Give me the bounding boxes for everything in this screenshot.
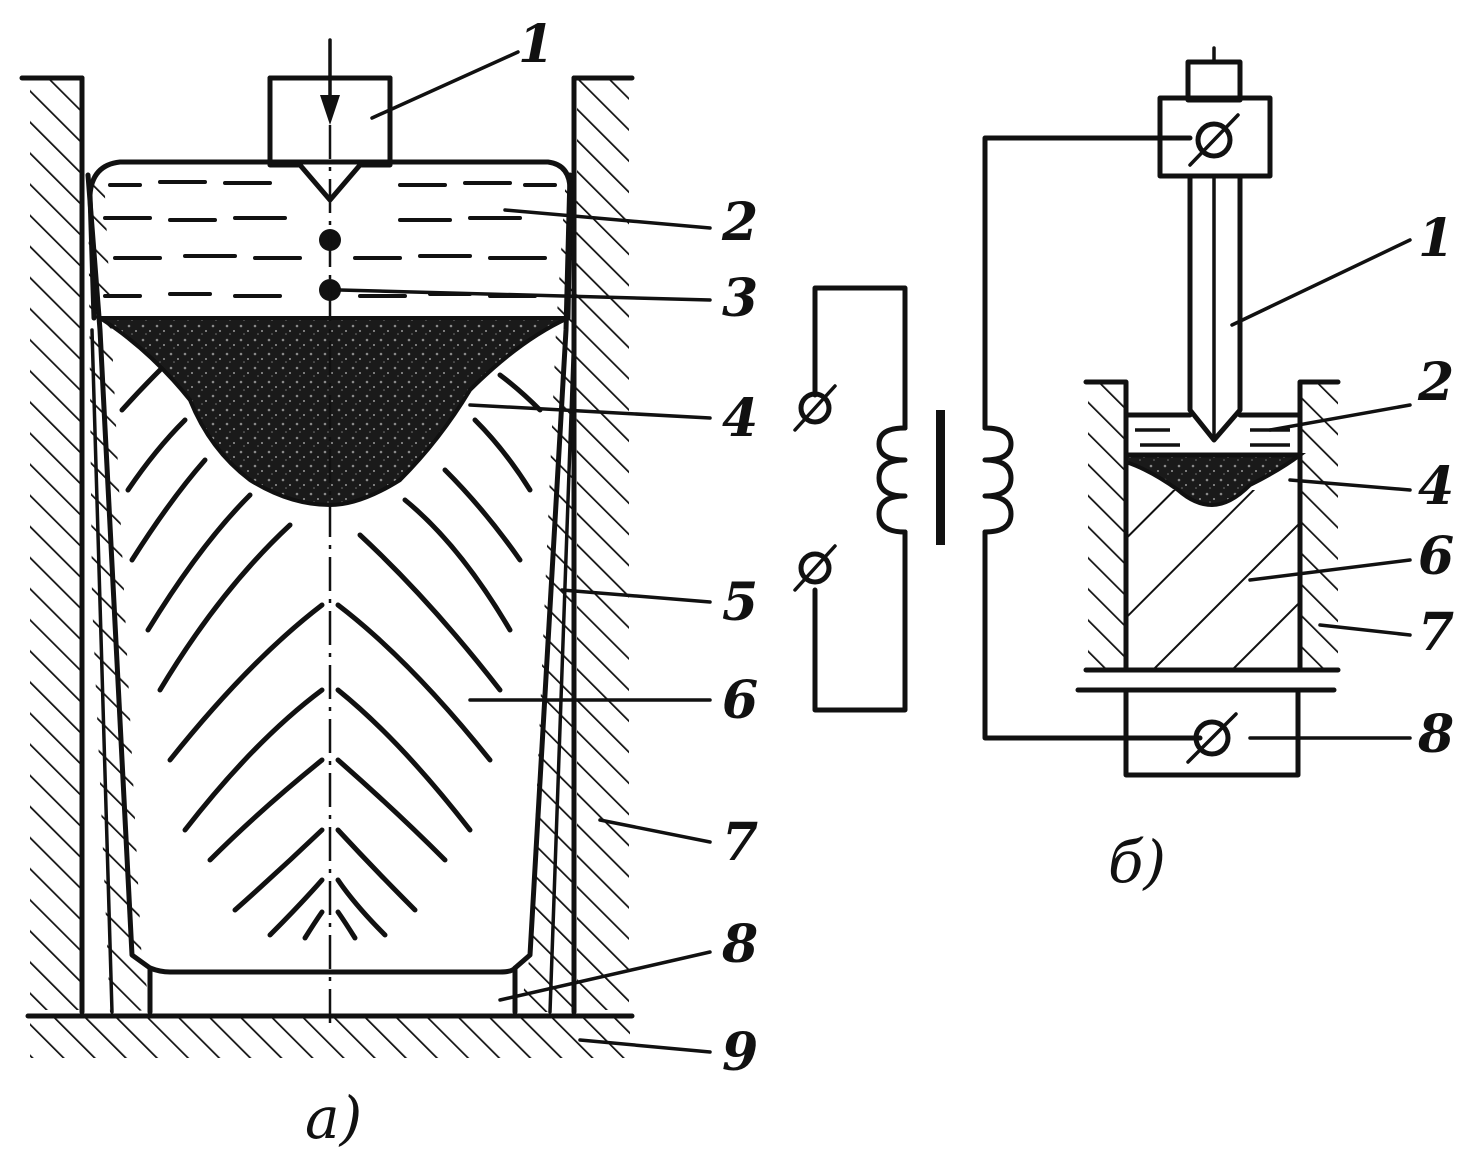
caption-b: б) <box>1108 828 1166 896</box>
electrode-a <box>267 38 393 203</box>
electrode-b <box>1187 173 1243 443</box>
ingot-bottom <box>147 965 518 975</box>
labels-b: 1 2 4 6 7 8 <box>1417 208 1454 765</box>
leader-lines-b <box>1230 238 1412 740</box>
metal-pool <box>93 316 569 508</box>
caption-a: a) <box>305 1084 362 1152</box>
label-4-b: 4 <box>1418 456 1454 517</box>
label-8-b: 8 <box>1417 704 1454 765</box>
leader-lines-a <box>338 50 712 1054</box>
primary-circuit <box>812 285 908 713</box>
labels-a: 1 2 3 4 5 6 7 8 9 <box>518 14 758 1083</box>
label-2-b: 2 <box>1417 352 1454 413</box>
label-4-a: 4 <box>722 388 758 449</box>
label-3-a: 3 <box>722 268 758 329</box>
label-1-b: 1 <box>1418 208 1454 269</box>
ingot-b <box>1128 490 1298 668</box>
bottom-plate-b <box>1075 687 1337 778</box>
terminal-primary-bottom <box>793 544 837 592</box>
electrode-holder <box>1157 46 1273 179</box>
crust-left <box>85 172 153 1015</box>
figure-b: 1 2 4 6 7 8 б) <box>793 46 1454 896</box>
mould-wall-left <box>19 75 85 1015</box>
label-6-b: 6 <box>1418 526 1454 587</box>
label-2-a: 2 <box>721 192 758 253</box>
slag-bath-b <box>1123 412 1303 447</box>
label-8-a: 8 <box>721 914 758 975</box>
base-plate <box>25 1013 635 1058</box>
dendritic-crystals <box>119 367 543 941</box>
label-9-a: 9 <box>722 1022 758 1083</box>
label-5-a: 5 <box>722 572 758 633</box>
figure-a: 1 2 3 4 5 6 7 8 9 a) <box>19 14 758 1152</box>
label-7-b: 7 <box>1418 602 1454 663</box>
transformer-core <box>936 410 945 545</box>
label-7-a: 7 <box>722 812 758 873</box>
label-1-a: 1 <box>518 14 554 75</box>
terminal-primary-top <box>793 384 837 432</box>
label-6-a: 6 <box>722 670 758 731</box>
